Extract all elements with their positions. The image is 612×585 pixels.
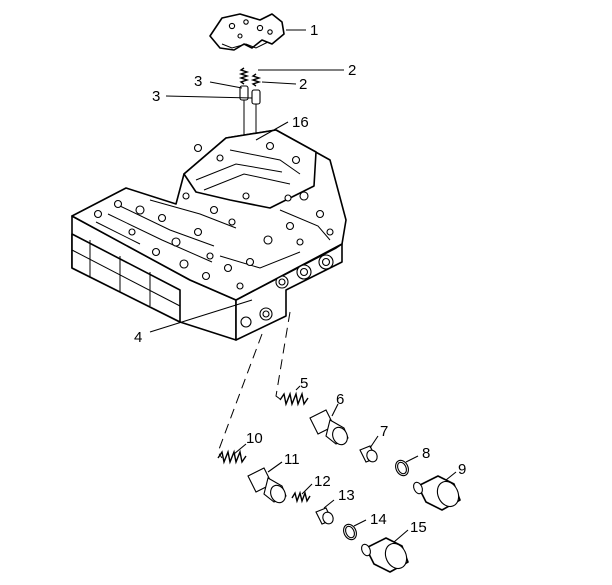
callout-8: 8 xyxy=(422,445,430,462)
callout-3-upper: 3 xyxy=(194,73,202,90)
assembly-path-lower xyxy=(217,333,263,459)
callout-4: 4 xyxy=(134,329,142,346)
callout-9: 9 xyxy=(458,461,466,478)
callout-13: 13 xyxy=(338,487,355,504)
assembly-path-upper xyxy=(275,311,291,403)
spring-part-2-right xyxy=(250,73,262,87)
callout-labels: 1 2 2 3 3 16 4 5 6 7 8 9 10 11 12 13 14 … xyxy=(134,22,466,536)
spring-part-5 xyxy=(279,391,309,407)
leader-lines xyxy=(149,29,457,543)
valve-part-6 xyxy=(309,409,349,446)
o-ring-part-8 xyxy=(395,459,409,477)
callout-10: 10 xyxy=(246,430,263,447)
callout-6: 6 xyxy=(336,391,344,408)
callout-14: 14 xyxy=(370,511,387,528)
callout-5: 5 xyxy=(300,375,308,392)
valve-body-part-16 xyxy=(71,129,347,341)
callout-7: 7 xyxy=(380,423,388,440)
valve-part-13 xyxy=(315,507,334,525)
spring-part-2-left xyxy=(238,67,250,85)
plug-part-15 xyxy=(361,537,409,573)
spring-part-10 xyxy=(217,449,247,465)
callout-12: 12 xyxy=(314,473,331,490)
o-ring-part-14 xyxy=(343,523,357,541)
plate-part-1 xyxy=(209,13,285,51)
callout-11: 11 xyxy=(284,451,300,468)
callout-2-lower: 2 xyxy=(299,76,307,93)
valve-part-7 xyxy=(359,445,378,463)
callout-2-upper: 2 xyxy=(348,62,356,79)
callout-15: 15 xyxy=(410,519,427,536)
valve-part-11 xyxy=(247,467,287,504)
callout-1: 1 xyxy=(310,22,318,39)
spring-part-12 xyxy=(291,490,311,504)
callout-3-lower: 3 xyxy=(152,88,160,105)
plug-part-9 xyxy=(413,475,461,511)
callout-16: 16 xyxy=(292,114,309,131)
